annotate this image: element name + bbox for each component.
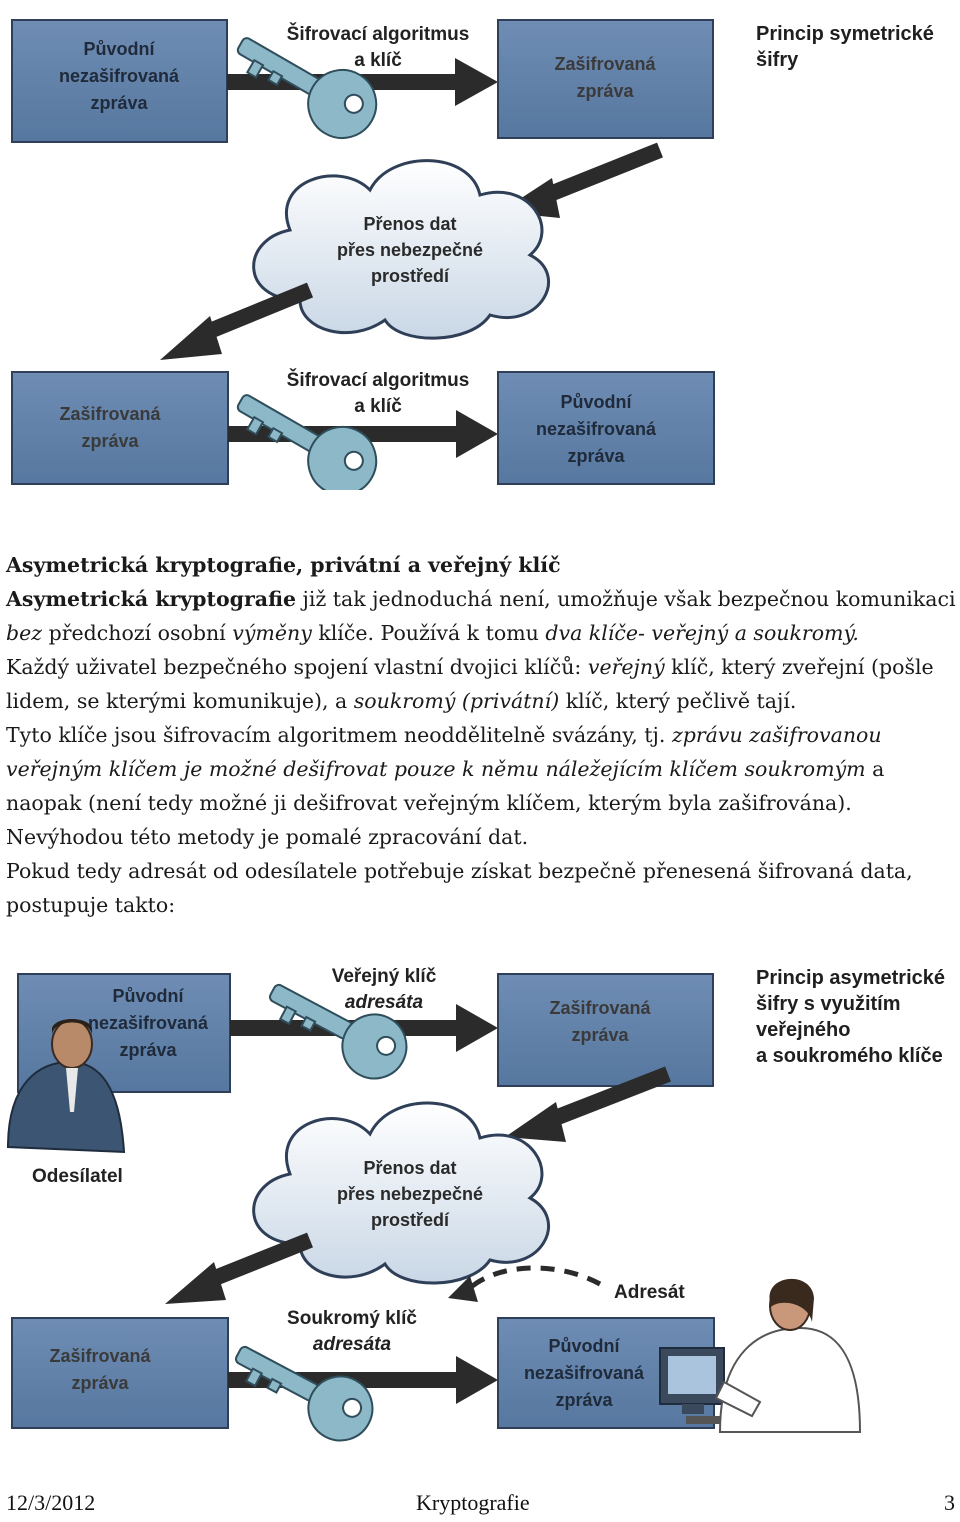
diagram-title-asymmetric: Princip asymetrické šifry s využitím veř… (756, 967, 945, 1067)
svg-text:šifry s využitím: šifry s využitím (756, 993, 901, 1015)
svg-text:Zašifrovaná: Zašifrovaná (49, 1346, 151, 1366)
svg-text:přes nebezpečné: přes nebezpečné (337, 240, 483, 260)
svg-text:Přenos dat: Přenos dat (363, 1158, 456, 1178)
svg-text:zpráva: zpráva (81, 431, 139, 451)
svg-text:Původní: Původní (561, 392, 633, 412)
svg-text:nezašifrovaná: nezašifrovaná (524, 1363, 645, 1383)
svg-text:a klíč: a klíč (354, 396, 402, 417)
svg-text:přes nebezpečné: přes nebezpečné (337, 1184, 483, 1204)
svg-text:Zašifrovaná: Zašifrovaná (554, 54, 656, 74)
paragraph-4: Nevýhodou této metody je pomalé zpracová… (6, 825, 529, 849)
encrypted-message-box-2: Zašifrovaná zpráva (11, 1317, 229, 1429)
cloud-icon: Přenos dat přes nebezpečné prostředí (252, 159, 550, 340)
paragraph-1: Asymetrická kryptografie již tak jednodu… (6, 587, 956, 645)
paragraph-3: Tyto klíče jsou šifrovacím algoritmem ne… (6, 723, 885, 815)
key-caption-top: Šifrovací algoritmus a klíč (287, 23, 470, 71)
paragraph-5: Pokud tedy adresát od odesílatele potřeb… (6, 859, 913, 917)
footer-page-number: 3 (944, 1490, 955, 1515)
svg-text:Zašifrovaná: Zašifrovaná (59, 404, 161, 424)
page-footer: 12/3/2012 Kryptografie 3 (0, 1490, 960, 1522)
asymmetric-cipher-diagram: Původní nezašifrovaná zpráva Odesílatel … (6, 966, 945, 1442)
svg-text:Původní: Původní (549, 1336, 621, 1356)
footer-date: 12/3/2012 (6, 1490, 96, 1515)
svg-text:zpráva: zpráva (567, 446, 625, 466)
private-key-icon (235, 1345, 374, 1442)
svg-text:nezašifrovaná: nezašifrovaná (88, 1013, 209, 1033)
public-key-caption: Veřejný klíč adresáta (332, 966, 437, 1013)
svg-text:prostředí: prostředí (371, 266, 450, 286)
svg-text:Veřejný klíč: Veřejný klíč (332, 966, 437, 987)
svg-text:Šifrovací algoritmus: Šifrovací algoritmus (287, 369, 470, 391)
svg-text:Původní: Původní (113, 986, 185, 1006)
svg-text:a klíč: a klíč (354, 50, 402, 71)
symmetric-cipher-diagram: Původní nezašifrovaná zpráva Šifrovací a… (11, 19, 934, 490)
svg-text:zpráva: zpráva (576, 81, 634, 101)
svg-text:zpráva: zpráva (90, 93, 148, 113)
svg-text:Původní: Původní (84, 39, 156, 59)
svg-text:Princip symetrické: Princip symetrické (756, 23, 934, 45)
svg-text:Přenos dat: Přenos dat (363, 214, 456, 234)
svg-text:Šifrovací algoritmus: Šifrovací algoritmus (287, 23, 470, 45)
arrow-to-cloud (505, 1066, 671, 1142)
text-section: Asymetrická kryptografie, privátní a veř… (6, 548, 956, 922)
svg-text:Princip asymetrické: Princip asymetrické (756, 967, 945, 989)
svg-text:zpráva: zpráva (555, 1390, 613, 1410)
svg-text:zpráva: zpráva (119, 1040, 177, 1060)
arrow-from-cloud (160, 282, 314, 360)
svg-text:nezašifrovaná: nezašifrovaná (536, 419, 657, 439)
footer-title: Kryptografie (416, 1490, 530, 1515)
public-key-icon (269, 983, 408, 1080)
key-icon (236, 37, 378, 139)
svg-text:šifry: šifry (756, 49, 799, 71)
svg-text:zpráva: zpráva (71, 1373, 129, 1393)
key-caption-bottom: Šifrovací algoritmus a klíč (287, 369, 470, 417)
receiver-label: Adresát (614, 1282, 685, 1303)
svg-text:a soukromého klíče: a soukromého klíče (756, 1045, 943, 1067)
svg-text:nezašifrovaná: nezašifrovaná (59, 66, 180, 86)
svg-text:veřejného: veřejného (756, 1019, 850, 1041)
private-key-caption: Soukromý klíč adresáta (287, 1308, 417, 1355)
diagram-title-symmetric: Princip symetrické šifry (756, 23, 934, 71)
encrypted-message-box: Zašifrovaná zpráva (497, 973, 714, 1087)
original-message-box-2: Původní nezašifrovaná zpráva (497, 371, 715, 485)
svg-text:prostředí: prostředí (371, 1210, 450, 1230)
section-heading: Asymetrická kryptografie, privátní a veř… (6, 553, 561, 577)
sender-label: Odesílatel (32, 1166, 123, 1187)
svg-text:zpráva: zpráva (571, 1025, 629, 1045)
svg-text:adresáta: adresáta (345, 992, 424, 1013)
key-icon-2 (236, 394, 378, 490)
encrypted-message-box: Zašifrovaná zpráva (497, 19, 714, 139)
arrow-from-cloud (165, 1232, 313, 1304)
svg-text:Soukromý klíč: Soukromý klíč (287, 1308, 417, 1329)
receiver-person-icon (659, 1278, 862, 1433)
paragraph-2: Každý uživatel bezpečného spojení vlastn… (6, 655, 934, 713)
sender-person-icon (6, 1019, 126, 1154)
dashed-arrow (448, 1265, 602, 1302)
svg-text:Zašifrovaná: Zašifrovaná (549, 998, 651, 1018)
svg-text:adresáta: adresáta (313, 1334, 392, 1355)
cloud-icon: Přenos dat přes nebezpečné prostředí (252, 1101, 550, 1285)
original-message-box: Původní nezašifrovaná zpráva (11, 19, 228, 143)
encrypted-message-box-2: Zašifrovaná zpráva (11, 371, 229, 485)
